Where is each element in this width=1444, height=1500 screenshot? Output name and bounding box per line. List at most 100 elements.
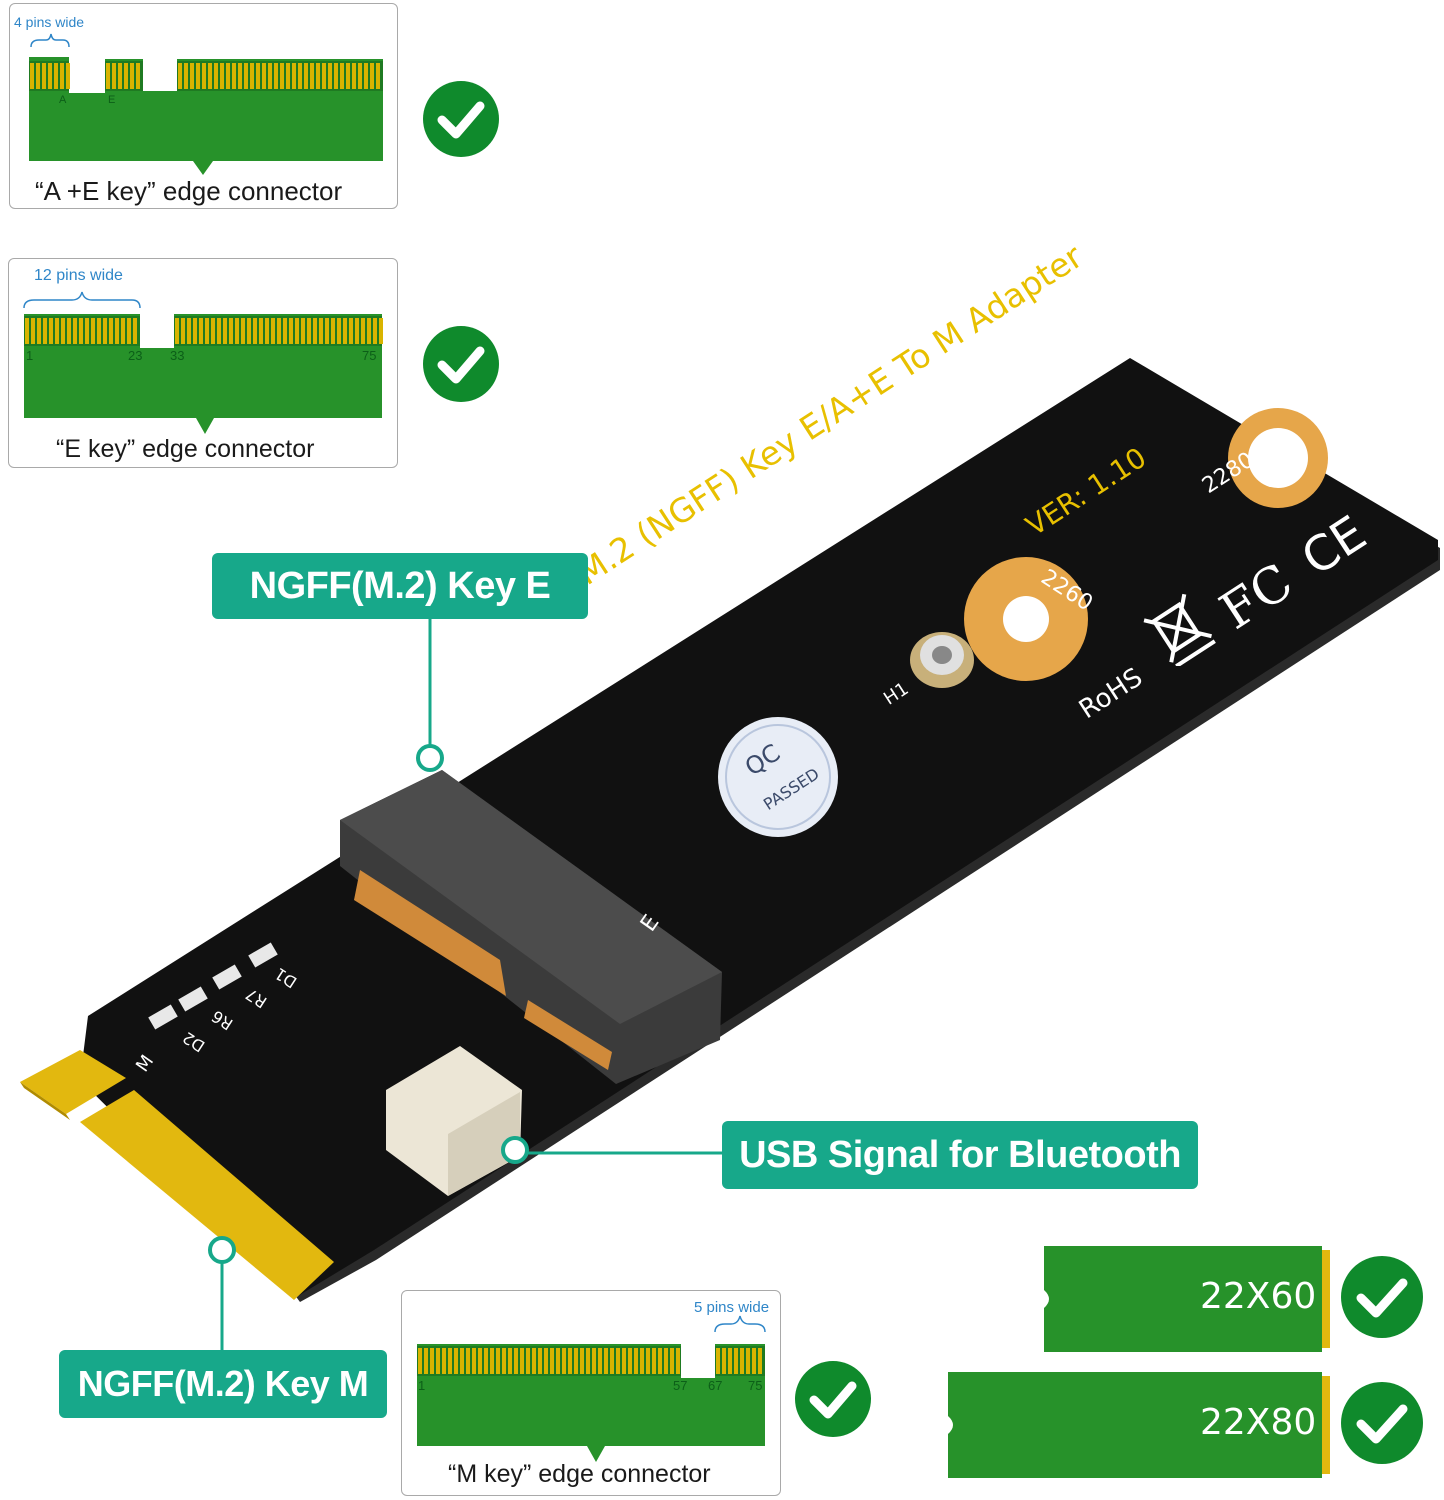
gold-pin xyxy=(30,63,34,89)
gold-pin xyxy=(232,63,236,89)
gold-pin xyxy=(43,318,47,344)
e-gold-pins-left xyxy=(24,316,140,346)
gold-pin xyxy=(358,63,362,89)
gold-pin xyxy=(328,63,332,89)
gold-pin xyxy=(349,318,353,344)
gold-pin xyxy=(343,318,347,344)
gold-pin xyxy=(502,1348,506,1374)
gold-pin xyxy=(331,318,335,344)
smd-components xyxy=(148,942,278,1030)
gold-pin xyxy=(220,63,224,89)
gold-pin xyxy=(61,318,65,344)
gold-pin xyxy=(355,318,359,344)
m-key-caption: “M key” edge connector xyxy=(448,1460,711,1488)
gold-pin xyxy=(610,1348,614,1374)
m-pin-75-label: 75 xyxy=(748,1378,763,1393)
gold-pin xyxy=(37,318,41,344)
gold-pin xyxy=(598,1348,602,1374)
gold-pin xyxy=(66,63,70,89)
gold-pin xyxy=(658,1348,662,1374)
size-22x60-check-icon xyxy=(1341,1256,1423,1338)
ae-pin-e-label: E xyxy=(108,94,116,106)
gold-pin xyxy=(319,318,323,344)
gold-pin xyxy=(508,1348,512,1374)
callout-key-e: NGFF(M.2) Key E xyxy=(212,553,588,619)
gold-pin xyxy=(292,63,296,89)
gold-pin xyxy=(241,318,245,344)
e-key-check-icon xyxy=(423,326,499,402)
gold-pin xyxy=(133,318,137,344)
m-key-gold-fingers-long xyxy=(80,1090,334,1300)
gold-pin xyxy=(478,1348,482,1374)
gold-pin xyxy=(556,1348,560,1374)
gold-pin xyxy=(268,63,272,89)
gold-pin xyxy=(54,63,58,89)
gold-pin xyxy=(259,318,263,344)
gold-pin xyxy=(490,1348,494,1374)
e-gold-pins-right xyxy=(174,316,383,346)
ae-key-check-icon xyxy=(423,81,499,157)
gold-pin xyxy=(178,63,182,89)
gold-pin xyxy=(106,63,110,89)
ae-key-connector-graphic xyxy=(29,33,383,175)
gold-pin xyxy=(361,318,365,344)
gold-pin xyxy=(25,318,29,344)
gold-pin xyxy=(97,318,101,344)
gold-pin xyxy=(274,63,278,89)
gold-pin xyxy=(196,63,200,89)
ae-pin-a-label: A xyxy=(59,94,67,106)
gold-pin xyxy=(277,318,281,344)
gold-pin xyxy=(430,1348,434,1374)
gold-pin xyxy=(73,318,77,344)
size-label-22x60: 22X60 xyxy=(1200,1276,1317,1317)
m-pin-57-label: 57 xyxy=(673,1378,688,1393)
gold-pin xyxy=(31,318,35,344)
gold-pin xyxy=(436,1348,440,1374)
gold-pin xyxy=(256,63,260,89)
gold-pin xyxy=(752,1348,756,1374)
gold-pin xyxy=(544,1348,548,1374)
gold-pin xyxy=(244,63,248,89)
m2-slot-pins xyxy=(354,870,506,996)
gold-pin xyxy=(118,63,122,89)
e-pins-bracket xyxy=(23,291,141,309)
gold-pin xyxy=(722,1348,726,1374)
gold-pin xyxy=(235,318,239,344)
gold-pin xyxy=(295,318,299,344)
gold-pin xyxy=(313,318,317,344)
gold-pin xyxy=(205,318,209,344)
gold-pin xyxy=(454,1348,458,1374)
ae-gold-pins-a xyxy=(29,61,70,91)
gold-pin xyxy=(337,318,341,344)
gold-pin xyxy=(112,63,116,89)
gold-pin xyxy=(586,1348,590,1374)
m-pins-bracket xyxy=(714,1315,766,1333)
gold-pin xyxy=(316,63,320,89)
gold-pin xyxy=(289,318,293,344)
gold-pin xyxy=(592,1348,596,1374)
qc-passed-sticker xyxy=(718,717,838,837)
gold-pin xyxy=(304,63,308,89)
gold-pin xyxy=(448,1348,452,1374)
gold-pin xyxy=(85,318,89,344)
gold-pin xyxy=(211,318,215,344)
gold-pin xyxy=(466,1348,470,1374)
gold-pin xyxy=(229,318,233,344)
gold-pin xyxy=(670,1348,674,1374)
e-key-caption: “E key” edge connector xyxy=(56,435,315,463)
gold-pin xyxy=(514,1348,518,1374)
ae-pins-note: 4 pins wide xyxy=(14,14,85,30)
callout-usb-bluetooth: USB Signal for Bluetooth xyxy=(722,1121,1198,1189)
gold-pin xyxy=(301,318,305,344)
e-key-connector-graphic xyxy=(23,291,383,434)
gold-pin xyxy=(307,318,311,344)
gold-pin xyxy=(325,318,329,344)
m-pin-67-label: 67 xyxy=(708,1378,723,1393)
gold-pin xyxy=(664,1348,668,1374)
m-gold-pins-left xyxy=(417,1346,681,1376)
gold-pin xyxy=(562,1348,566,1374)
gold-pin xyxy=(247,318,251,344)
gold-pin xyxy=(568,1348,572,1374)
gold-pin xyxy=(36,63,40,89)
gold-pin xyxy=(484,1348,488,1374)
